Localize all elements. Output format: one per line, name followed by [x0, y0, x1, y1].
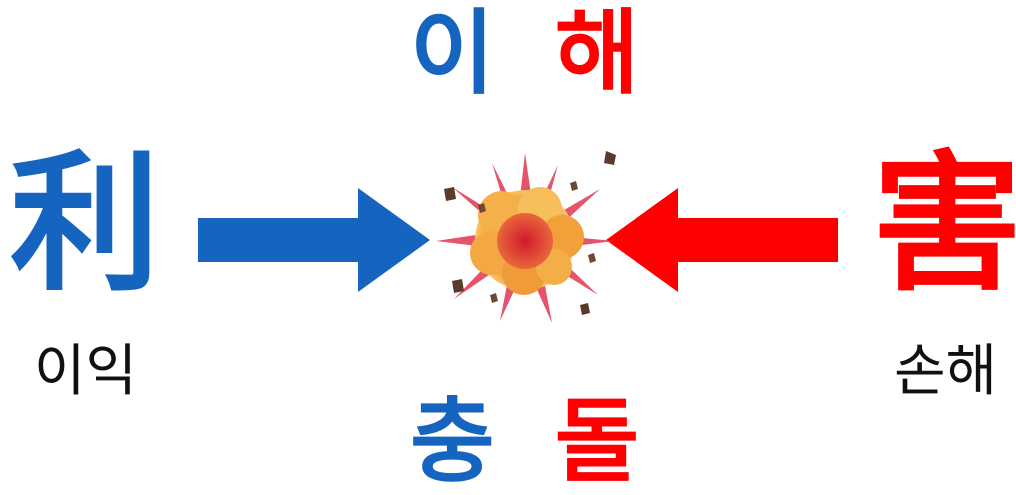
- top-heading-left: 이: [410, 0, 495, 107]
- right-meaning: 손해: [894, 339, 998, 404]
- explosion-icon: [436, 151, 616, 323]
- bottom-heading-right: 돌: [554, 388, 640, 495]
- bottom-heading: 충 돌: [410, 396, 639, 488]
- left-meaning: 이익: [34, 339, 138, 404]
- right-hanja: 害: [872, 138, 1016, 312]
- left-hanja: 利: [10, 138, 161, 312]
- top-heading: 이 해: [410, 8, 639, 100]
- arrow-left-icon: [606, 188, 838, 292]
- arrow-right-icon: [198, 188, 430, 292]
- bottom-heading-left: 충: [410, 388, 495, 495]
- top-heading-right: 해: [554, 0, 640, 107]
